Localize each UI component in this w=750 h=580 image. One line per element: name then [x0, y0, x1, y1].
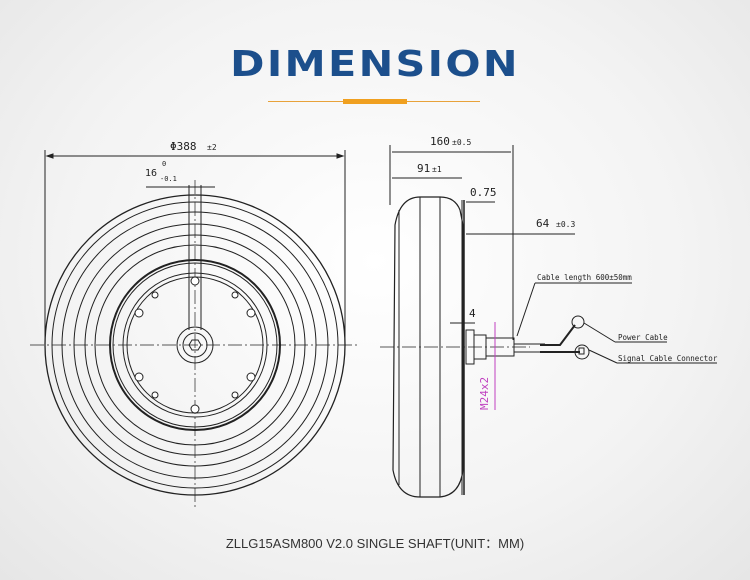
model-caption: ZLLG15ASM800 V2.0 SINGLE SHAFT(UNIT：MM) [225, 536, 525, 551]
front-view: Φ388 ±2 16 0 -0.1 [30, 140, 360, 510]
diameter-tolerance: ±2 [207, 143, 217, 152]
tire-width-label: 91 [417, 162, 430, 175]
flange-label: 4 [469, 307, 476, 320]
cable-length-label: Cable length 600±50mm [537, 273, 632, 282]
shaft-diameter-label: 16 [145, 168, 157, 179]
tire-width-tol: ±1 [432, 165, 442, 174]
shaft-length-tol: ±0.3 [556, 220, 575, 229]
power-cable-label: Power Cable [618, 333, 668, 342]
overall-width-label: 160 [430, 135, 450, 148]
gap-label: 0.75 [470, 186, 497, 199]
side-view: 160 ±0.5 91 ±1 0.75 64 ±0.3 4 M24x2 Cabl… [380, 135, 718, 498]
title-accent-bar [343, 99, 407, 104]
page-title: DIMENSION [230, 44, 520, 85]
overall-width-tol: ±0.5 [452, 138, 471, 147]
shaft-tol-lower: -0.1 [160, 175, 177, 183]
signal-cable-label: Signal Cable Connector [618, 354, 718, 363]
diameter-label: Φ388 [170, 140, 197, 153]
shaft-length-label: 64 [536, 217, 550, 230]
shaft-tol-upper: 0 [162, 160, 166, 168]
thread-label: M24x2 [478, 377, 491, 410]
